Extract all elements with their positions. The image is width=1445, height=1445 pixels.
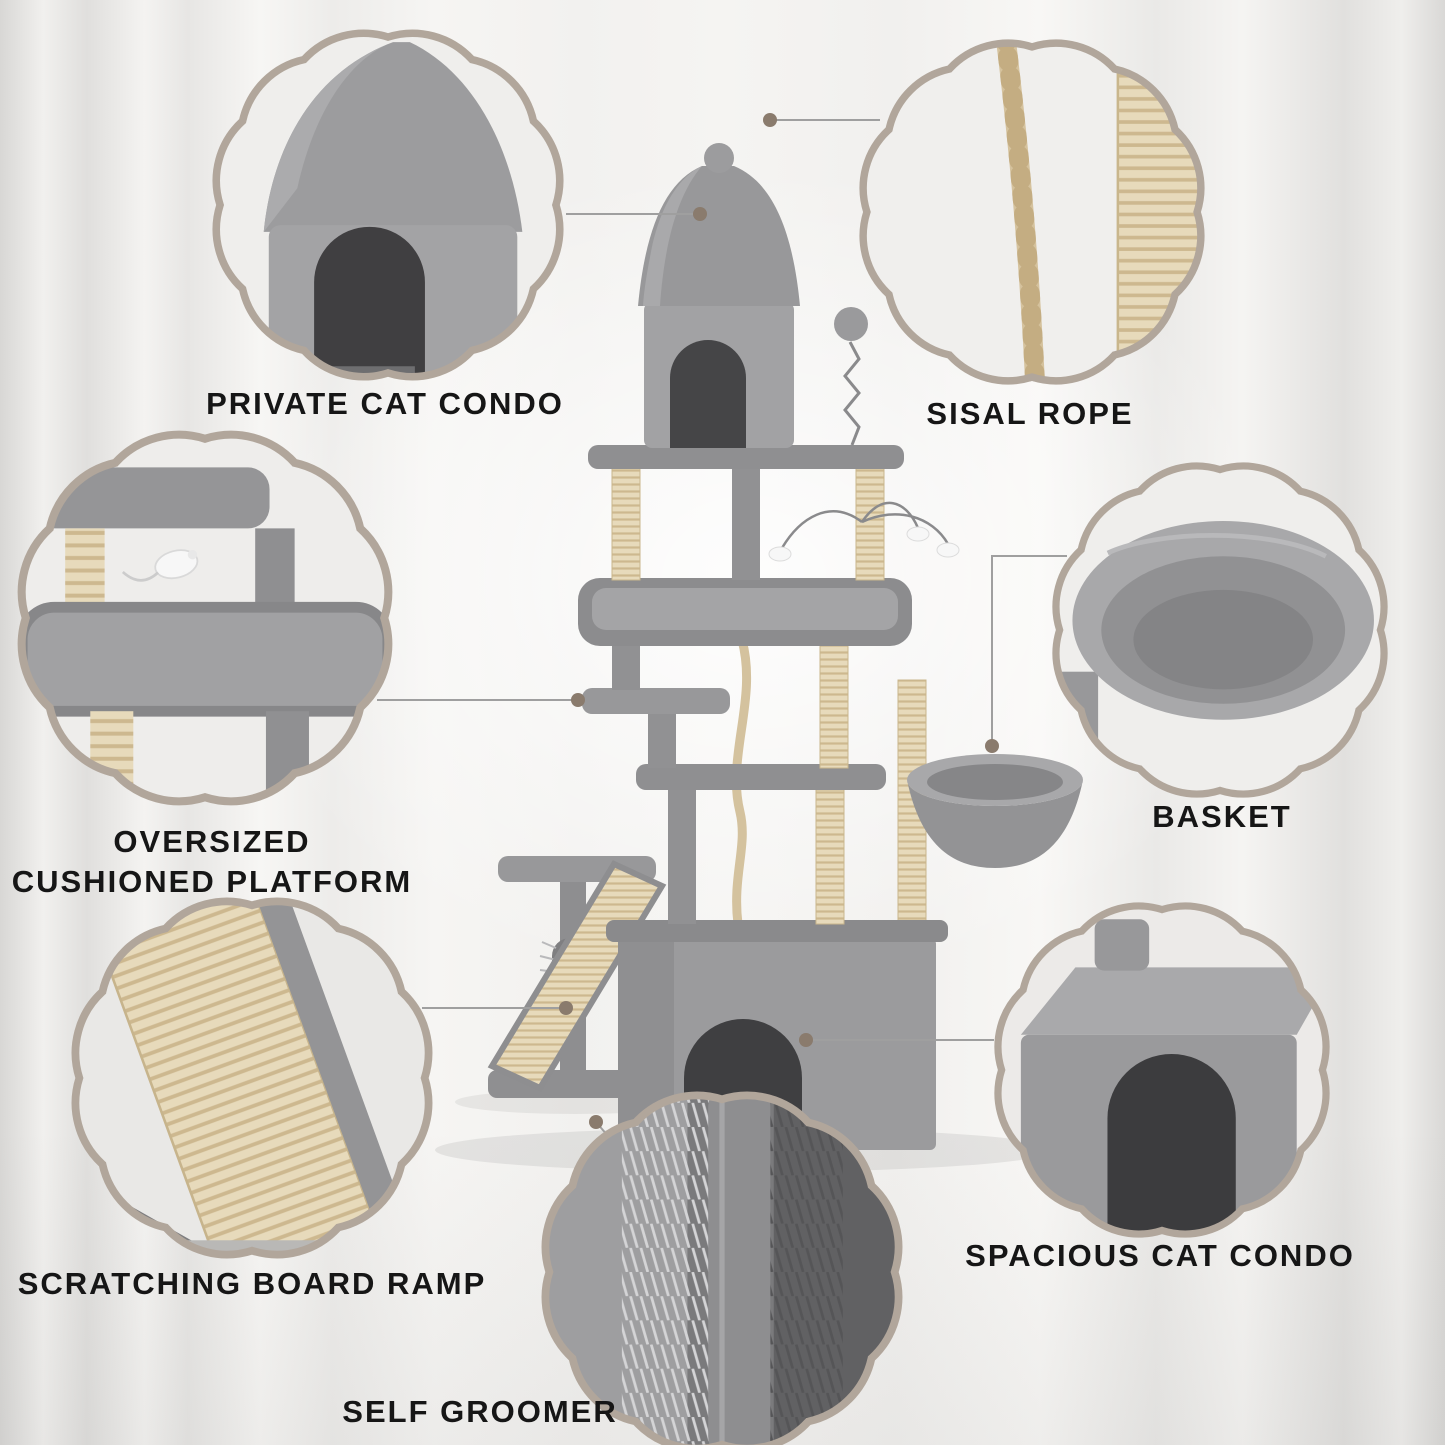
label-line-1: OVERSIZED (113, 824, 311, 859)
basket-photo (1056, 466, 1384, 794)
teaser-mice-toys (768, 501, 960, 562)
callout-label-sisal-rope: SISAL ROPE (926, 396, 1134, 431)
callout-basket (1050, 460, 1390, 800)
callout-scratching-board-ramp (69, 895, 435, 1261)
connector-basket (991, 555, 1067, 744)
top-turret-condo (588, 143, 904, 469)
callout-oversized-cushioned-platform (15, 428, 395, 808)
mouse-toy (121, 549, 199, 582)
callout-sisal-rope (857, 37, 1207, 387)
callout-private-cat-condo (210, 27, 566, 383)
upper-posts (611, 467, 885, 581)
callout-self-groomer (539, 1089, 905, 1445)
spacious-condo-photo (998, 906, 1326, 1234)
hanging-basket (907, 754, 1083, 868)
private-cat-condo-photo (216, 33, 560, 377)
turret-top-ball (704, 143, 734, 173)
self-groomer-photo (545, 1095, 899, 1445)
cushioned-platform-photo (21, 434, 389, 802)
callout-label-scratching-board-ramp: SCRATCHING BOARD RAMP (17, 1266, 487, 1301)
cushioned-bed-platform (578, 578, 912, 646)
connector-dots (559, 113, 999, 1129)
callout-label-self-groomer: SELF GROOMER (342, 1394, 618, 1429)
callout-label-spacious-cat-condo: SPACIOUS CAT CONDO (965, 1238, 1355, 1273)
callout-label-basket: BASKET (1152, 799, 1292, 834)
turret-entrance (670, 340, 746, 448)
callout-spacious-cat-condo (992, 900, 1332, 1240)
climbing-rope (731, 635, 752, 929)
self-groomer-bristles (539, 941, 557, 987)
mid-levels (582, 645, 886, 925)
callout-label-private-cat-condo: PRIVATE CAT CONDO (206, 386, 564, 421)
spring-ball-toy (834, 307, 868, 446)
callout-label-oversized-cushioned-platform: OVERSIZED CUSHIONED PLATFORM (12, 822, 413, 903)
label-line-2: CUSHIONED PLATFORM (11, 864, 413, 900)
connector-lines (377, 119, 1067, 1186)
